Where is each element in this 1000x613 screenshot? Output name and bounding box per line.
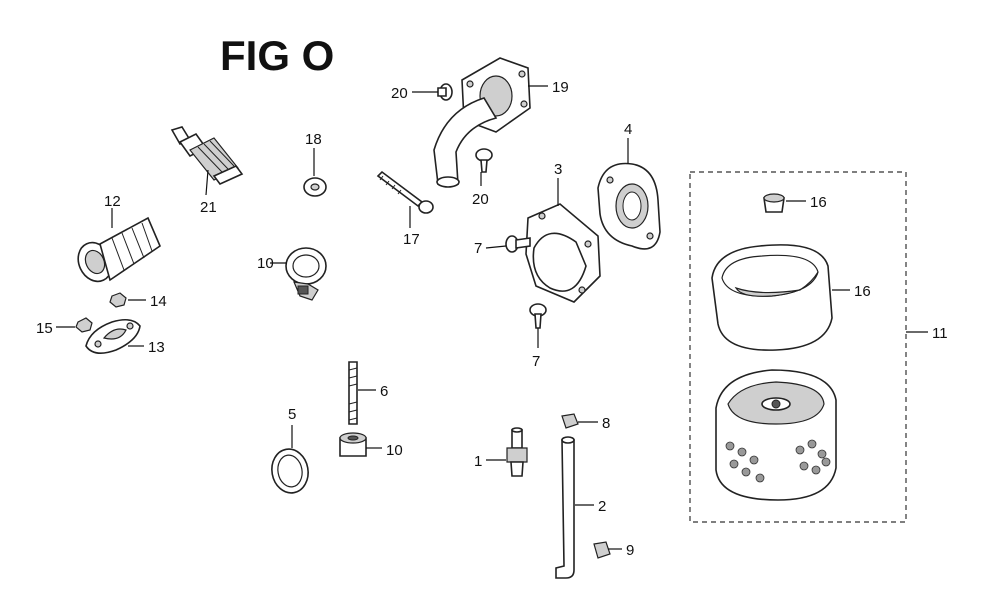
nut-16-lower — [75, 317, 93, 333]
callout-7a: 7 — [474, 240, 482, 257]
gasket-ring-5 — [271, 448, 309, 494]
callout-16a: 14 — [150, 293, 167, 310]
callout-2: 2 — [598, 498, 606, 515]
figure-title: FIG O — [220, 32, 334, 79]
callout-18: 18 — [305, 131, 322, 148]
callout-1: 1 — [474, 453, 482, 470]
callout-5: 5 — [288, 406, 296, 423]
intake-elbow — [433, 57, 531, 188]
callout-17: 17 — [403, 231, 420, 248]
bolt-17 — [376, 170, 434, 214]
screw-20-upper — [437, 83, 453, 101]
callout-20a: 20 — [391, 85, 408, 102]
callout-7b: 7 — [532, 353, 540, 370]
filter-element — [715, 369, 837, 501]
screw-7-lower — [529, 303, 547, 329]
clip-10-upper — [561, 413, 579, 429]
washer-18 — [303, 177, 327, 197]
spark-plug — [170, 126, 244, 185]
leader-7a — [485, 245, 507, 249]
clip-10-lower — [593, 541, 611, 559]
fitting-1 — [506, 427, 528, 477]
callout-11: 11 — [932, 325, 948, 342]
screw-7-upper — [505, 235, 531, 253]
nut-16-upper — [109, 292, 127, 308]
stud-6 — [348, 361, 358, 425]
cover-plate — [525, 203, 601, 303]
gasket-15 — [85, 318, 141, 354]
callout-6: 6 — [380, 383, 388, 400]
callout-4: 4 — [624, 121, 632, 138]
callout-3: 3 — [554, 161, 562, 178]
callout-14: 12 — [104, 193, 121, 210]
screw-20-lower — [475, 148, 493, 173]
callout-8: 10 — [257, 255, 274, 272]
callout-10b: 9 — [626, 542, 634, 559]
filter-assembly-box — [689, 171, 907, 523]
callout-13: 16 — [810, 194, 827, 211]
callout-9: 10 — [386, 442, 403, 459]
intake-tube — [77, 216, 161, 283]
callout-16b: 15 — [36, 320, 53, 337]
callout-21: 21 — [200, 199, 217, 216]
callout-12: 16 — [854, 283, 871, 300]
nut-9 — [339, 432, 367, 457]
flange-housing — [597, 162, 661, 250]
knob-13 — [763, 193, 785, 213]
pre-cleaner-12 — [711, 244, 833, 351]
callout-10a: 8 — [602, 415, 610, 432]
clamp-8 — [285, 247, 327, 301]
breather-tube — [555, 436, 575, 579]
callout-19: 19 — [552, 79, 569, 96]
leader-21 — [205, 169, 209, 196]
callout-15: 13 — [148, 339, 165, 356]
callout-20b: 20 — [472, 191, 489, 208]
